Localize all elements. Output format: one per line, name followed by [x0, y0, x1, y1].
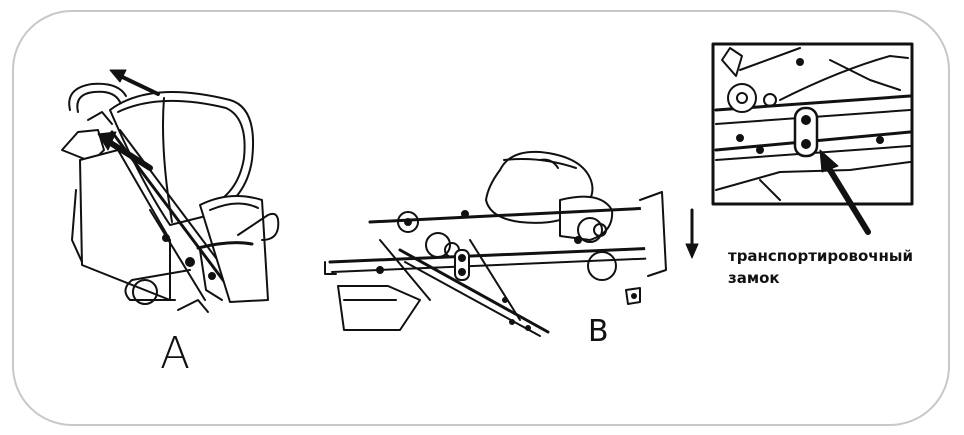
transport-lock-caption: транспортировочный замок: [728, 245, 958, 289]
figure-frame: [12, 10, 950, 426]
stroller-b-drawing: [324, 150, 699, 337]
figure-label-a: A: [160, 328, 191, 379]
transport-lock-inset: [711, 42, 914, 235]
stroller-a-drawing: [61, 69, 280, 313]
caption-line-1: транспортировочный: [728, 247, 913, 265]
figure-label-b: B: [588, 314, 609, 349]
caption-line-2: замок: [728, 269, 780, 287]
